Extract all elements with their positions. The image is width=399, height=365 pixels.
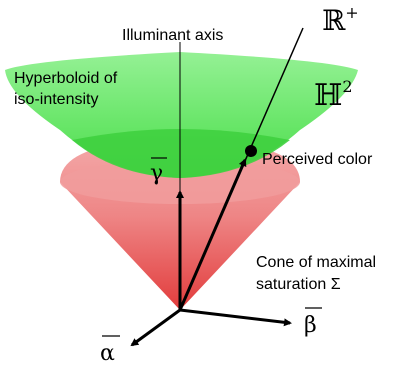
cone-label-line1: Cone of maximal	[256, 254, 376, 271]
perceived-color-label: Perceived color	[262, 151, 373, 168]
svg-text:α: α	[100, 341, 115, 365]
svg-text:γ: γ	[150, 161, 163, 186]
hyperboloid-surface	[5, 52, 358, 178]
beta-label: β	[304, 307, 322, 338]
hyperboloid-label-line2: iso-intensity	[14, 91, 98, 108]
perceived-color-point	[245, 145, 257, 157]
r-plus-label: ℝ+	[322, 3, 359, 37]
h2-label: ℍ2	[314, 77, 353, 113]
alpha-label: α	[100, 335, 120, 365]
svg-text:β: β	[304, 313, 317, 338]
perceived-color-arrow	[178, 158, 247, 311]
beta-axis-arrow	[179, 308, 292, 327]
illuminant-axis-label: Illuminant axis	[122, 27, 223, 44]
cone-label-line2: saturation Σ	[256, 276, 341, 293]
gamma-label: γ	[150, 157, 167, 186]
alpha-axis-arrow	[130, 308, 181, 347]
hyperboloid-label-line1: Hyperboloid of	[14, 70, 118, 87]
